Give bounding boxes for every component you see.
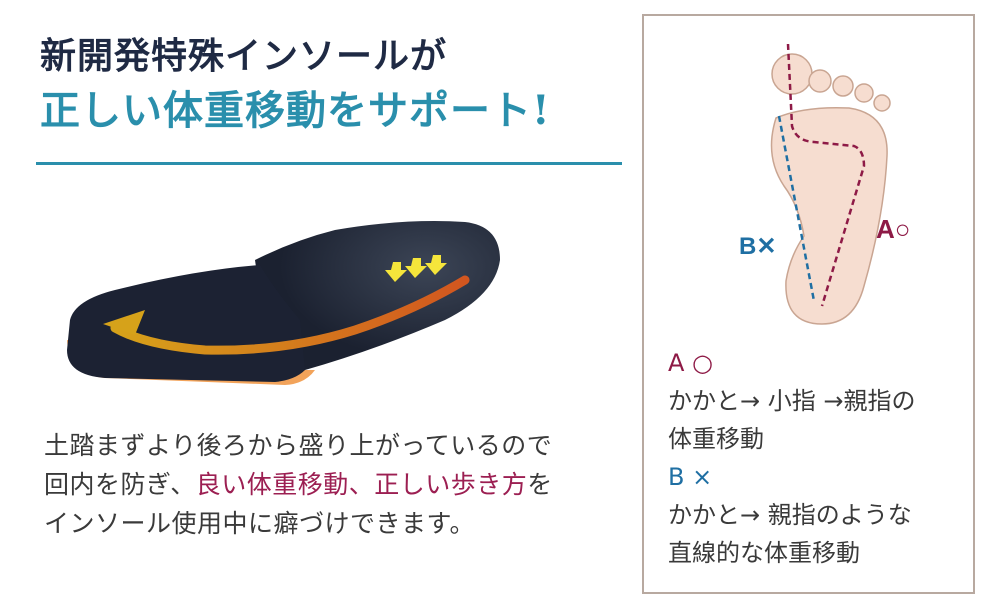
description-text: 土踏まずより後ろから盛り上がっているので回内を防ぎ、良い体重移動、正しい歩き方を… — [44, 431, 553, 538]
legend: A ○ かかと→ 小指 →親指の 体重移動 B × かかと→ 親指のような 直線… — [668, 344, 915, 572]
legend-a-title: A ○ — [668, 349, 713, 377]
legend-b-line1: かかと→ 親指のような — [668, 501, 912, 529]
legend-a-line1: かかと→ 小指 →親指の — [668, 387, 916, 415]
title-divider — [36, 162, 622, 165]
headline-line2: 正しい体重移動をサポート! — [40, 87, 551, 134]
headline: 新開発特殊インソールが 正しい体重移動をサポート! — [40, 30, 551, 140]
insole-image — [67, 221, 500, 385]
label-a: A○ — [876, 214, 910, 244]
headline-line1: 新開発特殊インソールが — [40, 35, 448, 77]
foot-diagram: A○ B✕ — [739, 43, 910, 325]
weight-shift-panel: A○ B✕ A ○ かかと→ 小指 →親指の 体重移動 B × かかと→ 親指の… — [642, 14, 975, 594]
pressure-arrows — [385, 255, 447, 282]
label-b: B✕ — [739, 233, 776, 260]
description-highlight: 良い体重移動、正しい歩き方 — [195, 470, 528, 499]
legend-a-line2: 体重移動 — [668, 425, 764, 453]
legend-b-line2: 直線的な体重移動 — [668, 539, 860, 567]
legend-b-title: B × — [668, 463, 713, 491]
